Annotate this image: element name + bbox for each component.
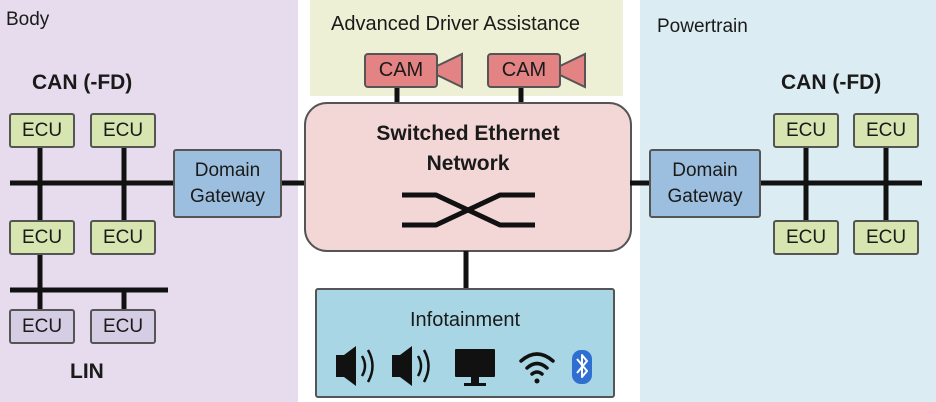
speaker-icon [392,346,430,386]
powertrain-ecu [773,113,839,148]
powertrain-ecu [853,113,919,148]
speaker-icon [336,346,374,386]
powertrain-ecu [853,220,919,255]
body-can-label: CAN (-FD) [32,71,133,94]
lin-label: LIN [70,360,104,383]
bluetooth-icon [572,350,592,384]
body-ecu [9,220,75,255]
body-lin-ecus [9,309,156,344]
switched-ethernet-box [304,102,632,252]
zone-title-powertrain: Powertrain [657,16,748,37]
camera-right [487,52,586,89]
lin-ecu [90,309,156,344]
switch-icon [402,192,535,228]
powertrain-ecus [773,113,919,255]
body-can-ecus [9,113,156,255]
body-ecu [9,113,75,148]
zone-title-body: Body [6,9,50,30]
body-domain-gateway [173,149,282,218]
camera-lens-icon [559,52,586,89]
lin-ecu [9,309,75,344]
body-ecu [90,113,156,148]
zone-title-adas: Advanced Driver Assistance [331,13,581,35]
camera-lens-icon [436,52,463,89]
monitor-icon [455,349,495,386]
powertrain-can-bus [760,145,922,225]
infotainment-box [315,288,615,398]
camera-left [364,52,463,89]
powertrain-ecu [773,220,839,255]
powertrain-domain-gateway [649,149,761,218]
powertrain-can-label: CAN (-FD) [781,71,882,94]
body-lin-bus [10,287,168,312]
body-ecu [90,220,156,255]
wifi-icon [519,352,555,384]
